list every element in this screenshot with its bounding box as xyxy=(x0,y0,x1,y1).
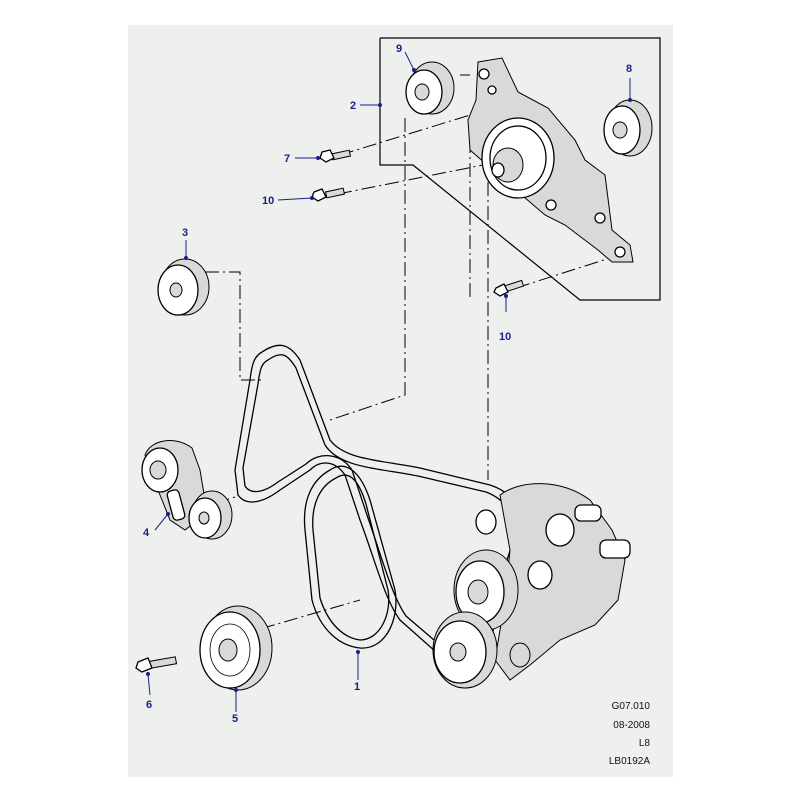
inset-frame xyxy=(379,37,661,301)
reference-date: 08-2008 xyxy=(613,720,650,731)
auto-tensioner-4 xyxy=(141,440,233,540)
callout-2: 2 xyxy=(350,100,356,112)
callout-4: 4 xyxy=(143,527,150,539)
callout-8: 8 xyxy=(626,63,632,75)
idler-pulley-3 xyxy=(157,258,210,316)
callout-9: 9 xyxy=(396,43,402,55)
bolt-6 xyxy=(135,656,178,673)
bolt-7 xyxy=(319,149,352,163)
reference-code: G07.010 xyxy=(611,701,650,712)
callout-10-lower: 10 xyxy=(499,331,511,343)
engine-front-housing xyxy=(432,483,631,689)
reference-drawing-id: LB0192A xyxy=(608,756,650,767)
idler-pulley-8 xyxy=(603,99,653,157)
idler-pulley-9 xyxy=(405,61,455,115)
callout-1: 1 xyxy=(354,681,360,693)
leader-lines xyxy=(146,51,632,712)
callout-7: 7 xyxy=(284,153,290,165)
bolt-10-lower xyxy=(493,279,525,297)
callout-5: 5 xyxy=(232,713,238,725)
crankshaft-pulley-5 xyxy=(199,605,273,691)
reference-model: L8 xyxy=(638,738,650,749)
callout-3: 3 xyxy=(182,227,188,239)
callout-6: 6 xyxy=(146,699,152,711)
callout-10-upper: 10 xyxy=(262,195,274,207)
bolt-10-upper xyxy=(311,187,346,202)
tensioner-bracket xyxy=(467,57,634,263)
